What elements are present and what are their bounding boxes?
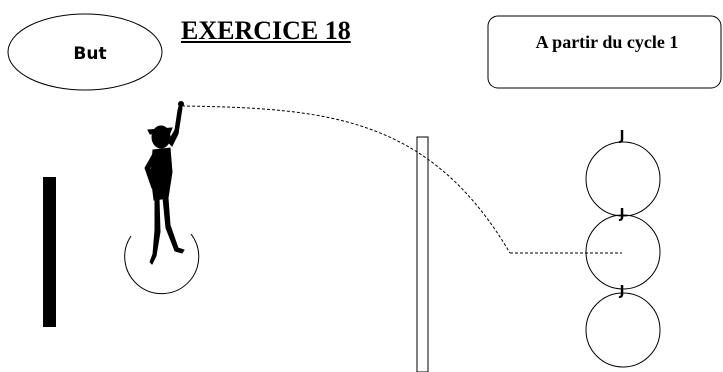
player-label-3: J [619,284,625,299]
page-title: EXERCICE 18 [181,16,351,45]
player-figure-icon [144,101,185,265]
player-zone-arc [124,233,200,295]
goal-badge-ellipse [7,13,163,91]
level-label: A partir du cycle 1 [535,32,679,52]
goal-bar [43,177,56,327]
player-circle-2 [585,214,661,290]
level-box [487,15,722,89]
player-label-2: J [619,207,625,222]
ball-trajectory [181,105,511,254]
goal-badge-label: But [73,44,107,64]
player-circle-1 [585,141,661,217]
player-circle-3 [585,292,661,368]
net-post [416,136,429,372]
player-label-1: J [619,129,625,144]
